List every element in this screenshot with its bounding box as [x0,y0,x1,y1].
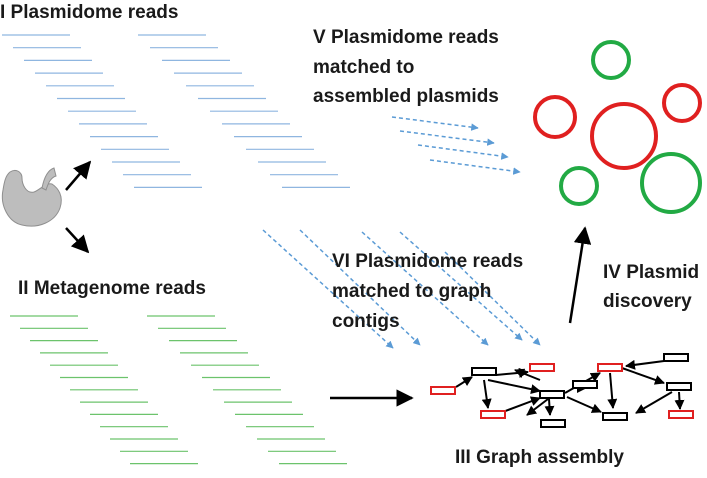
dashed-arrows-to-plasmids [391,116,521,175]
graph-node [539,390,565,399]
plasmid-circle [640,152,702,214]
graph-node-highlighted [597,363,623,372]
plasmid-circle [591,40,631,80]
arrow-to-metagenome-reads [65,227,90,254]
assembled-plasmids [533,40,702,214]
metagenome-reads [10,315,347,465]
graph-node-highlighted [430,386,456,395]
plasmid-circle [590,102,658,170]
graph-node [572,380,598,389]
graph-node [471,367,497,376]
step5-label-line1: V Plasmidome reads [313,27,499,48]
step5-label-line3: assembled plasmids [313,86,499,107]
graph-edges [455,359,685,416]
step6-label-line1: VI Plasmidome reads [332,251,524,272]
graph-node-highlighted [480,410,506,419]
graph-node-highlighted [529,363,555,372]
step1-plasmidome-reads-label: I Plasmidome reads [0,2,179,23]
step6-label-line3: contigs [332,311,400,332]
arrow-to-plasmid-discovery [568,226,592,324]
graph-nodes [430,353,694,428]
graph-node-highlighted [668,410,694,419]
plasmid-circle [662,83,702,123]
step3-graph-assembly-label: III Graph assembly [455,447,624,468]
dashed-arrows-to-graph [262,229,541,349]
graph-node [666,382,692,391]
assembly-graph [430,353,694,428]
plasmid-circle [533,95,577,139]
step4-label-line2: discovery [603,291,692,312]
step4-label-line1: IV Plasmid [603,262,700,283]
step2-metagenome-reads-label: II Metagenome reads [18,278,206,299]
graph-node [602,412,628,421]
step5-label-line2: matched to [313,57,415,78]
graph-node [540,419,566,428]
plasmid-circle [559,166,599,206]
plasmidome-reads [2,34,350,188]
stomach-icon [1,167,62,227]
step6-label-line2: matched to graph [332,281,492,302]
arrow-to-plasmidome-reads [65,160,92,191]
graph-node [663,353,689,362]
